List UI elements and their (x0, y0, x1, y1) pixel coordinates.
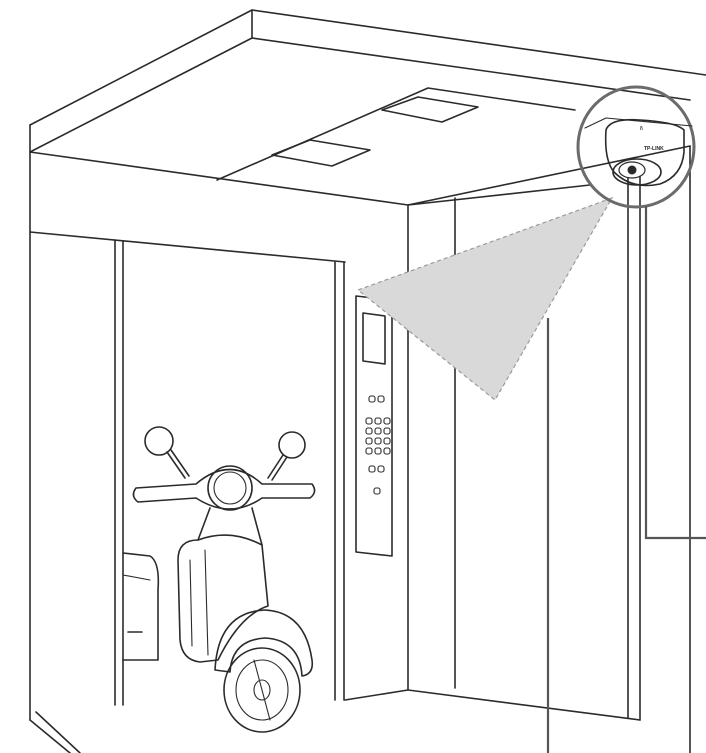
camera-logo-icon: /\ (640, 126, 643, 132)
scooter-headlight (207, 465, 253, 511)
scooter-right-mirror (278, 431, 306, 459)
scooter-front-fender (214, 609, 314, 677)
camera-lens (627, 165, 637, 175)
camera-callout: TP-LINK /\ (576, 85, 696, 209)
ceiling-light-panel (271, 139, 371, 167)
elevator-call-button (383, 427, 391, 435)
elevator-call-button (383, 417, 391, 425)
elevator-call-button (365, 447, 373, 455)
camera-leader-line (644, 206, 706, 540)
elevator-floor (29, 689, 641, 753)
call-button-grid (365, 395, 391, 495)
elevator-call-button (365, 427, 373, 435)
dome-camera: TP-LINK /\ (604, 118, 685, 187)
scooter-left-mirror (144, 426, 174, 456)
elevator-call-button (374, 437, 382, 445)
elevator-call-button (383, 447, 391, 455)
elevator-call-button (365, 437, 373, 445)
elevator-control-panel (355, 295, 393, 557)
elevator-call-button (377, 465, 385, 473)
elevator-left-wall (29, 151, 346, 721)
scooter-handlebar (132, 468, 316, 510)
electric-scooter (122, 426, 316, 733)
elevator-call-button (365, 417, 373, 425)
elevator-call-button (383, 437, 391, 445)
elevator-ceiling (29, 9, 706, 206)
elevator-call-button (373, 487, 381, 495)
camera-brand-label: TP-LINK (644, 146, 664, 152)
ceiling-light-panel (381, 96, 479, 123)
elevator-call-button (377, 395, 385, 403)
elevator-call-button (374, 417, 382, 425)
elevator-call-button (368, 465, 376, 473)
elevator-call-button (374, 447, 382, 455)
camera-callout-ring (576, 85, 696, 209)
scooter-front-wheel (223, 647, 301, 733)
scooter-body (177, 534, 269, 663)
elevator-call-button (368, 395, 376, 403)
elevator-call-button (374, 427, 382, 435)
camera-field-of-view (356, 196, 614, 401)
floor-display-screen (362, 312, 386, 365)
